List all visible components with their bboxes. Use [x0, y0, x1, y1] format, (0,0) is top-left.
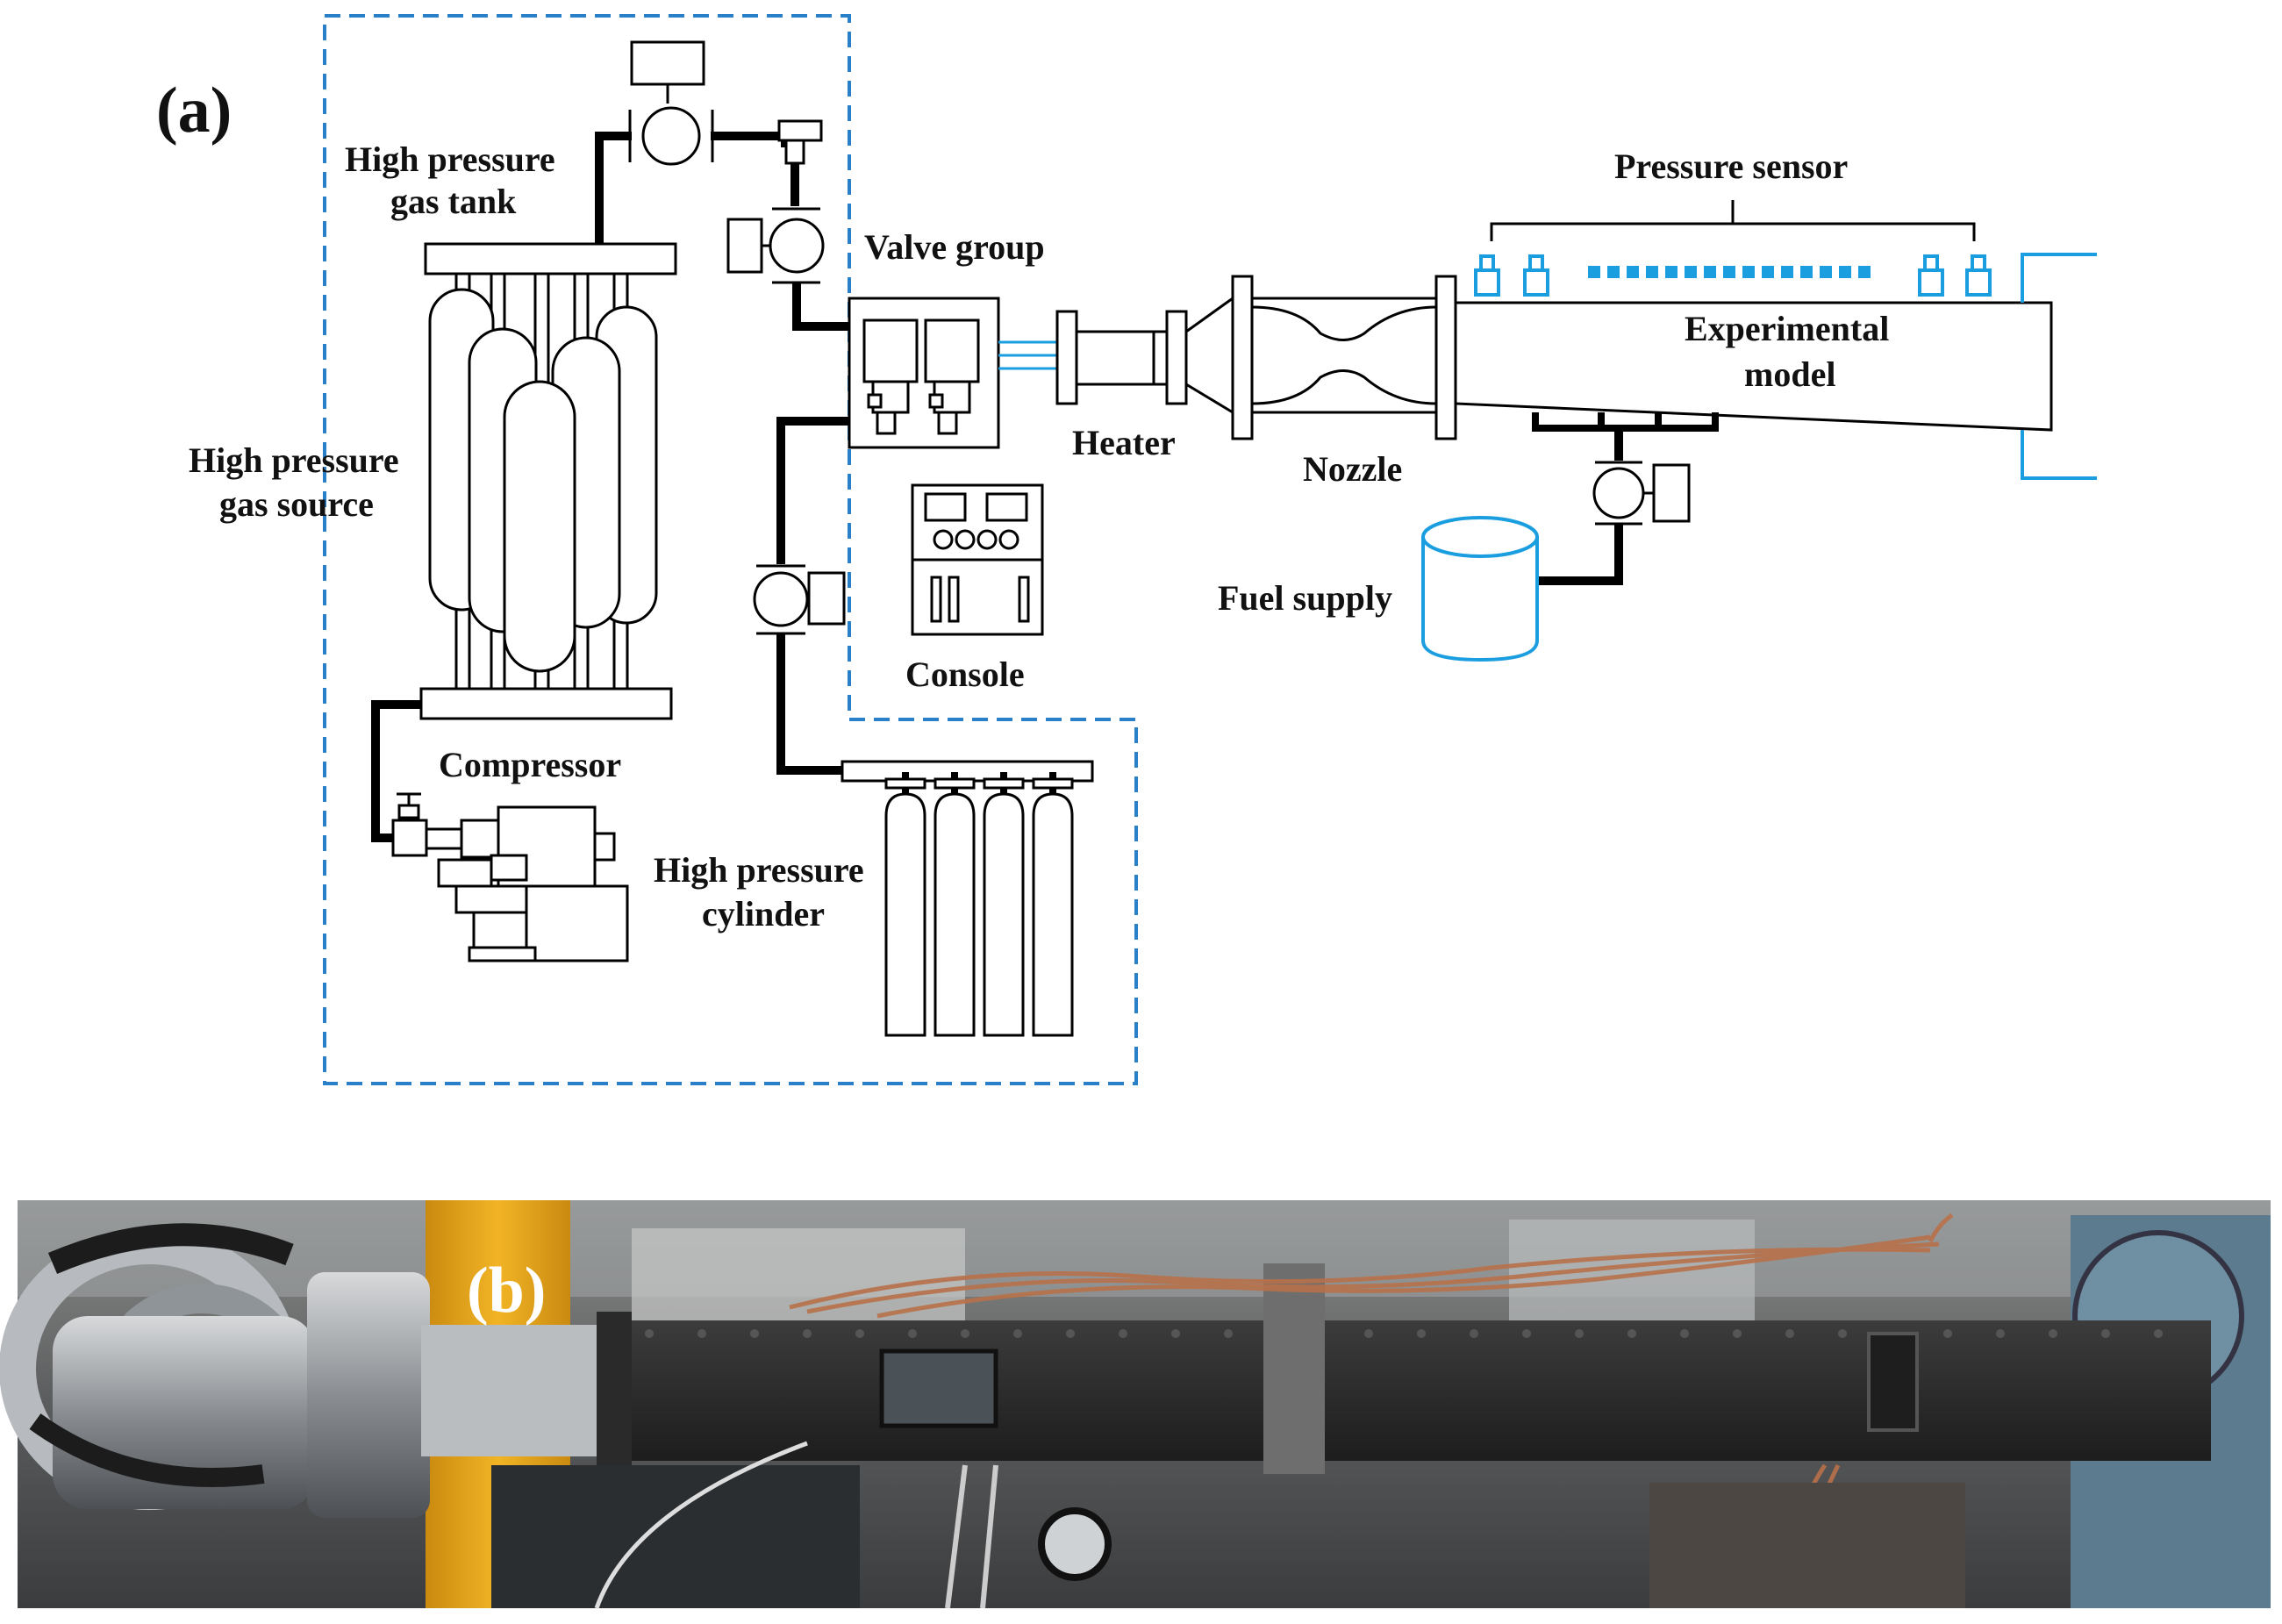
cylinder-valve-actuator: [807, 571, 846, 626]
cylinder-valve-body: [753, 571, 809, 627]
lower-manifold: [419, 687, 673, 720]
gas-tank-3: [503, 380, 576, 673]
valve-second-actuator: [726, 218, 763, 274]
label-nozzle: Nozzle: [1303, 449, 1402, 489]
pressure-sensor-bracket: [1490, 222, 1976, 241]
lower-cabinet-right: [1649, 1483, 1965, 1608]
facility-dashed-boundary: [323, 14, 1138, 1085]
rig-body: [597, 1263, 2211, 1474]
label-valve-group: Valve group: [864, 227, 1045, 267]
valve-second-body: [769, 218, 825, 274]
console: [911, 483, 1044, 636]
fuel-valve-actuator: [1652, 463, 1691, 523]
fuel-valve-body: [1592, 467, 1645, 519]
center-bracket: [1263, 1263, 1325, 1474]
experimental-model: [1454, 253, 2097, 480]
cylinder-3: [983, 772, 1025, 1037]
panel-b-photo: (b): [0, 1200, 2271, 1609]
valve-group: [848, 297, 1057, 449]
lower-cabinet-left: [491, 1465, 860, 1608]
valve-actuator-top: [630, 40, 705, 86]
label-cylinder-l1: High pressure: [654, 850, 864, 890]
label-gas-tank-l1: High pressure: [345, 140, 555, 179]
gas-source-tank-bundle: [419, 242, 677, 720]
label-console: Console: [905, 655, 1025, 694]
label-compressor: Compressor: [439, 745, 621, 784]
high-pressure-cylinders: [841, 760, 1094, 1037]
label-experimental-model-l2: model: [1744, 354, 1835, 394]
valve-top-body: [641, 106, 701, 166]
label-gas-source-l2: gas source: [219, 484, 374, 524]
fuel-tank: [1421, 516, 1539, 662]
upper-manifold: [424, 242, 677, 275]
cylinder-supply-pipe: [753, 417, 860, 775]
panel-a-label: (a): [156, 75, 232, 147]
label-cylinder-l2: cylinder: [702, 894, 825, 934]
label-experimental-model-l1: Experimental: [1685, 309, 1889, 348]
gauge: [1038, 1507, 1112, 1581]
compressor: [371, 700, 629, 962]
component-labels: High pressure gas tank High pressure gas…: [189, 140, 1889, 934]
heater: [1055, 310, 1188, 405]
left-pipe-assembly: [0, 1223, 623, 1518]
label-gas-source-l1: High pressure: [189, 440, 399, 480]
fuel-supply: [1421, 412, 1719, 662]
pressure-sensors: [1474, 200, 1992, 297]
nozzle: [1184, 275, 1457, 440]
cylinder-2: [934, 772, 976, 1037]
panel-a: (a): [156, 14, 2097, 1085]
cylinder-1: [884, 772, 926, 1037]
label-fuel-supply: Fuel supply: [1218, 578, 1392, 618]
observation-window: [879, 1349, 998, 1428]
gas-tank-outlet-pipe: [595, 40, 849, 331]
label-gas-tank-l2: gas tank: [390, 182, 517, 221]
panel-b-label: (b): [467, 1255, 546, 1327]
label-heater: Heater: [1072, 423, 1176, 462]
label-pressure-sensor: Pressure sensor: [1614, 147, 1848, 186]
cylinder-4: [1032, 772, 1074, 1037]
